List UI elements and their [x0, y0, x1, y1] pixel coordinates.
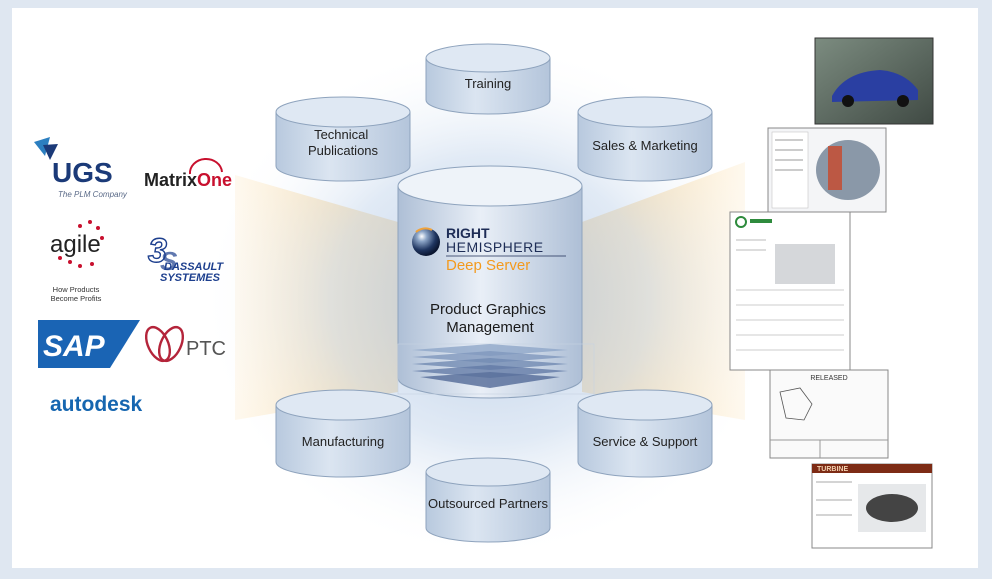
database-label: Outsourced Partners: [428, 496, 548, 511]
svg-text:How Products: How Products: [53, 285, 100, 294]
database-training: Training: [425, 43, 551, 115]
svg-text:DASSAULT: DASSAULT: [164, 261, 224, 273]
ugs-logo: UGS The PLM Company: [30, 133, 128, 203]
svg-text:S: S: [160, 246, 178, 276]
database-sales-marketing: Sales & Marketing: [577, 96, 713, 182]
svg-text:agile: agile: [50, 231, 101, 258]
svg-text:MatrixOne: MatrixOne: [144, 170, 232, 190]
database-technical-publications: Technical Publications: [275, 96, 411, 182]
deep-server-label: Deep Server: [446, 257, 530, 274]
brand-right: RIGHT: [446, 225, 490, 241]
database-label: Technical Publications: [308, 127, 379, 158]
database-label: Sales & Marketing: [592, 138, 698, 153]
svg-text:autodesk: autodesk: [50, 393, 143, 416]
svg-text:UGS: UGS: [52, 157, 113, 188]
engine-manual-thumbnail: [767, 127, 887, 213]
database-outsourced-partners: Outsourced Partners: [425, 457, 551, 543]
autodesk-logo: autodesk: [50, 393, 143, 416]
center-title: Product Graphics Management: [430, 301, 550, 336]
matrixone-logo: MatrixOne: [144, 158, 232, 190]
dassault-systemes-logo: 3 S DASSAULT SYSTEMES: [147, 231, 224, 284]
svg-text:RELEASED: RELEASED: [810, 375, 847, 382]
svg-text:PTC: PTC: [186, 338, 226, 360]
car-render-thumbnail: [814, 37, 934, 125]
layer-stack-graphic: [397, 343, 595, 395]
svg-text:The PLM Company: The PLM Company: [58, 190, 128, 199]
database-label: Training: [465, 76, 511, 91]
sap-logo: SAP: [38, 320, 140, 368]
deep-server-database: RIGHT HEMISPHERE Deep Server Product Gra…: [397, 165, 595, 399]
turbine-datasheet-thumbnail: TURBINE: [811, 463, 933, 549]
report-document-thumbnail: [729, 211, 851, 371]
release-drawing-thumbnail: RELEASED: [769, 369, 889, 459]
svg-text:TURBINE: TURBINE: [817, 466, 848, 473]
database-manufacturing: Manufacturing: [275, 389, 411, 478]
ptc-logo: PTC: [144, 325, 226, 363]
database-label: Service & Support: [593, 434, 698, 449]
diagram-canvas: Training Technical Publications Sales & …: [30, 37, 934, 560]
svg-text:SAP: SAP: [43, 330, 106, 363]
svg-text:Become Profits: Become Profits: [51, 294, 102, 303]
database-service-support: Service & Support: [577, 389, 713, 478]
right-hemisphere-logo-sphere: [412, 228, 440, 256]
brand-hemisphere: HEMISPHERE: [446, 239, 544, 255]
svg-text:3: 3: [148, 232, 167, 270]
diagram-panel: Training Technical Publications Sales & …: [12, 8, 978, 568]
agile-logo: agile How Products Become Profits: [50, 220, 104, 303]
svg-text:SYSTEMES: SYSTEMES: [160, 272, 221, 284]
database-label: Manufacturing: [302, 434, 384, 449]
